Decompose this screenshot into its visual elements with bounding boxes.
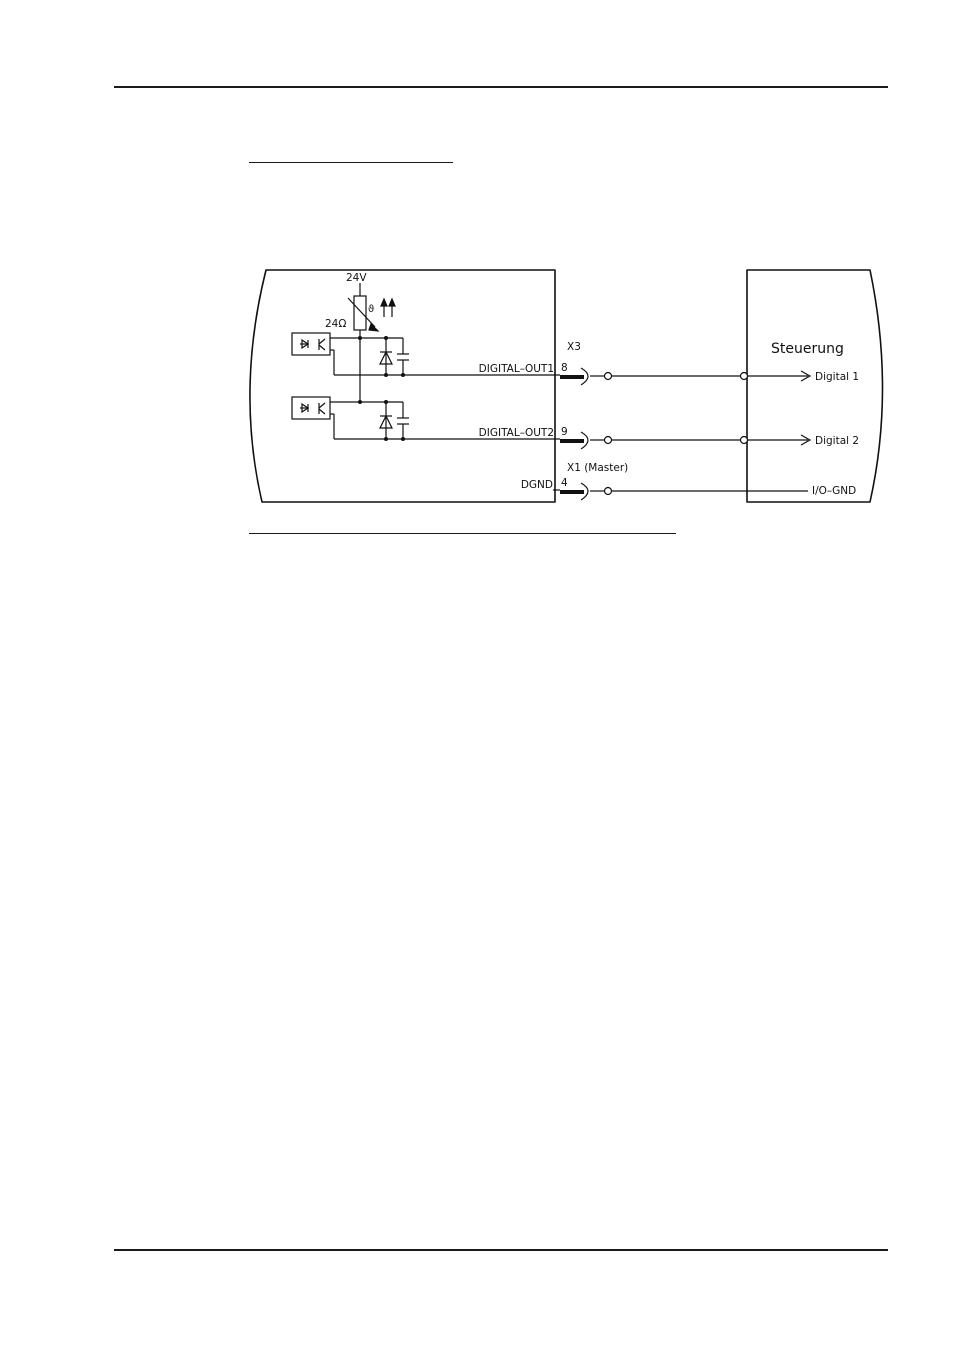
supply-label: 24V [346, 272, 367, 284]
junction-dots [358, 336, 405, 441]
connector-pins [560, 375, 584, 494]
ground-label: I/O–GND [812, 485, 856, 497]
external-wiring [580, 367, 812, 501]
pin-dgnd: 4 [561, 477, 568, 489]
dgnd-label: DGND [521, 479, 553, 491]
out1-label: DIGITAL–OUT1 [479, 363, 554, 375]
ptc-resistor [353, 295, 367, 331]
heading-underline [249, 162, 453, 163]
connector-x1-label: X1 (Master) [567, 462, 628, 474]
optocoupler-1 [291, 332, 331, 356]
caption-underline [249, 533, 676, 534]
out2-label: DIGITAL–OUT2 [479, 427, 554, 439]
drive-circuit [291, 283, 560, 491]
diode-1 [379, 350, 393, 365]
controller-housing [746, 269, 884, 503]
drive-housing [249, 269, 556, 503]
input2-label: Digital 2 [815, 435, 859, 447]
header-rule [114, 86, 888, 88]
resistor-label: 24Ω [325, 318, 346, 330]
controller-label: Steuerung [771, 341, 844, 357]
input1-label: Digital 1 [815, 371, 859, 383]
connector-x3-label: X3 [567, 341, 581, 353]
temperature-icon: ϑ [368, 304, 374, 315]
optocoupler-2 [291, 396, 331, 420]
pin-out2: 9 [561, 426, 568, 438]
diode-2 [379, 414, 393, 429]
footer-rule [114, 1249, 888, 1251]
pin-out1: 8 [561, 362, 568, 374]
